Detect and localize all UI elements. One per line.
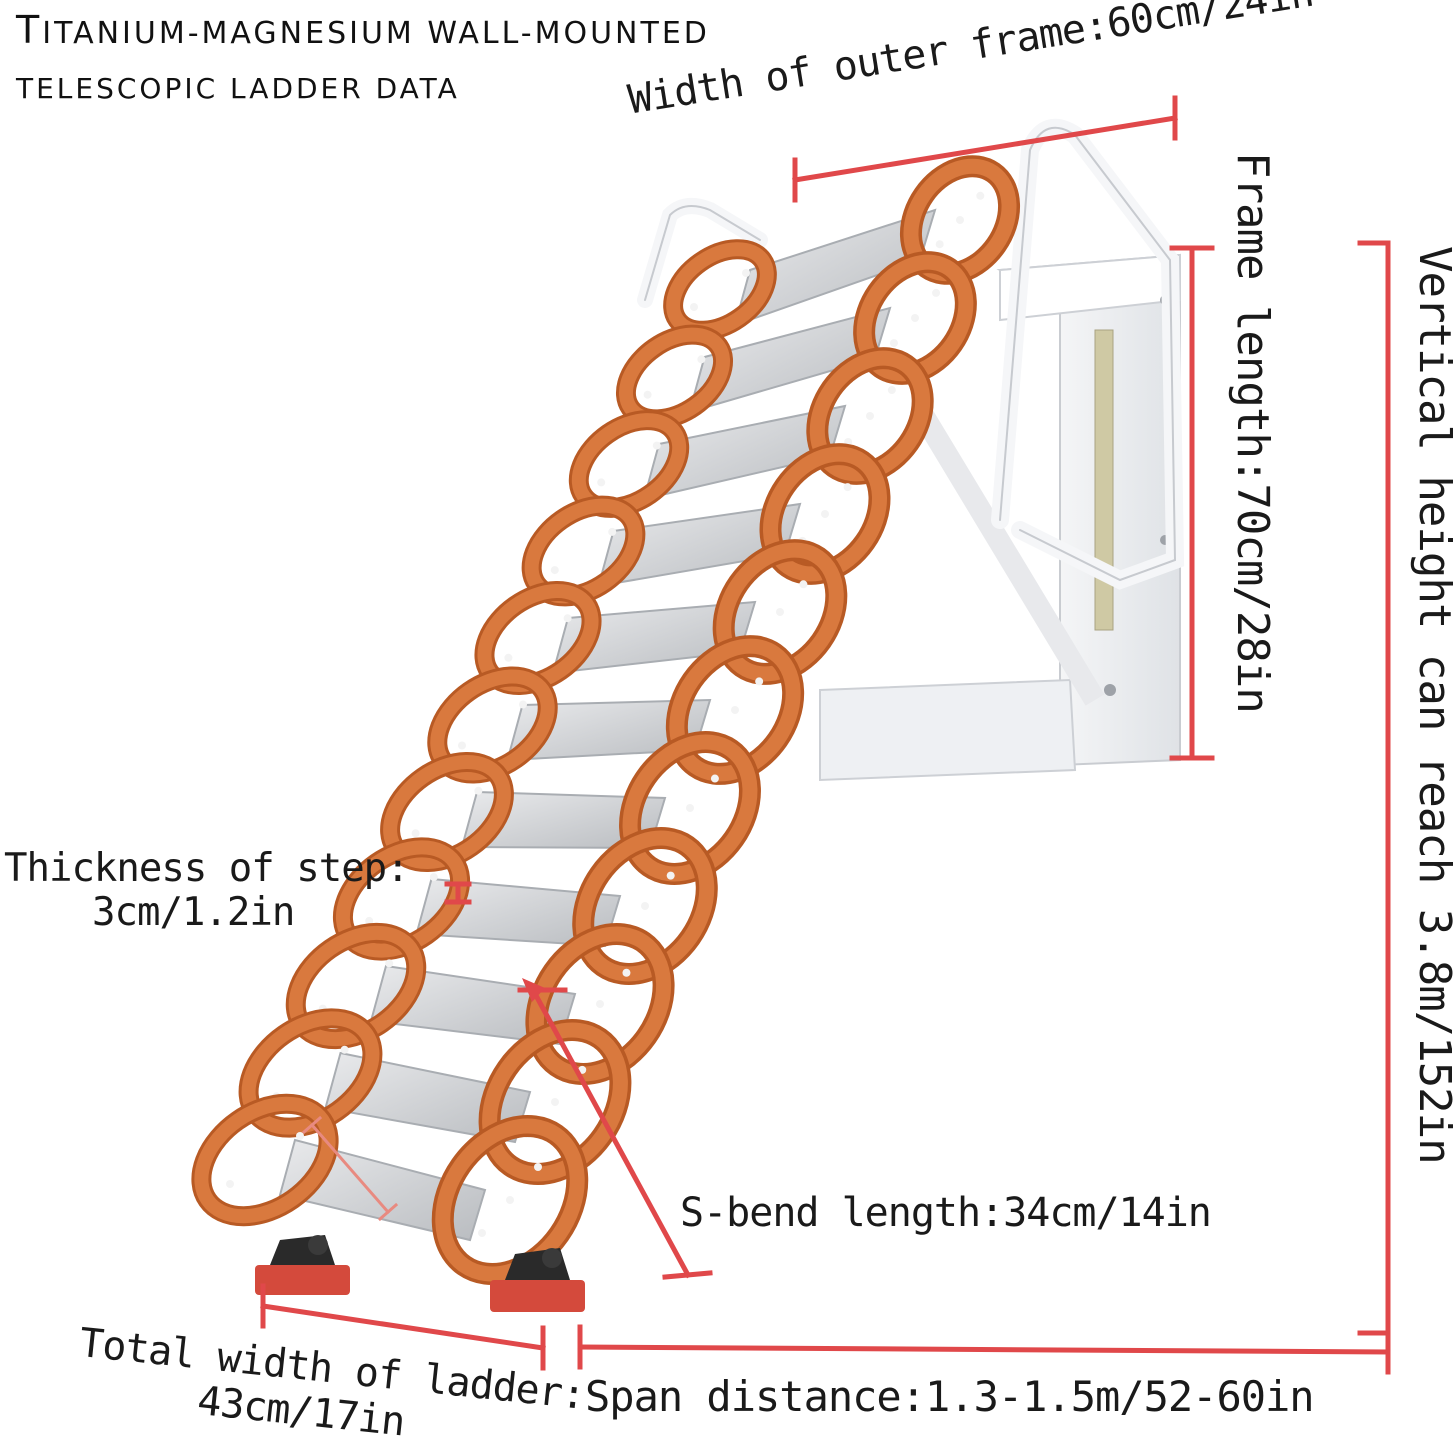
title-line-2: telescopic ladder data: [16, 72, 460, 105]
handrails: [637, 118, 1185, 590]
side-link-right: [431, 1114, 589, 1286]
side-link-left: [615, 324, 734, 430]
side-link-right: [572, 827, 718, 985]
s-bend-dimension: [517, 978, 713, 1280]
side-link-left: [521, 495, 646, 607]
side-link-left: [663, 239, 777, 341]
span-distance-label: Span distance:1.3-1.5m/52-60in: [585, 1372, 1315, 1421]
total-width-dimension: [260, 1283, 546, 1371]
side-link-right: [759, 443, 891, 585]
ladder-side-right: [431, 155, 1021, 1286]
vertical-height-dimension: [1357, 240, 1391, 1336]
vertical-height-label: Vertical height can reach 3.8m/152in: [1409, 246, 1456, 1164]
span-distance-dimension: [577, 1324, 1391, 1375]
wall-frame: [819, 253, 1181, 782]
outer-frame-dimension: [792, 95, 1178, 203]
title-line-1: Titanium-magnesium wall-mounted: [16, 8, 710, 52]
dimension-lines: [260, 95, 1391, 1375]
side-link-right: [525, 923, 675, 1085]
side-link-left: [568, 410, 690, 518]
side-link-right: [806, 347, 934, 485]
foot-left: [255, 1235, 350, 1295]
step-thickness-dimension: [444, 881, 472, 905]
side-link-right: [619, 731, 761, 885]
side-link-left: [191, 1093, 339, 1227]
ladder-side-left: [191, 239, 777, 1227]
frame-length-dimension: [1169, 245, 1215, 761]
step-thickness-value: 3cm/1.2in: [92, 890, 295, 935]
s-bend-length-label: S-bend length:34cm/14in: [680, 1190, 1212, 1236]
title-rest: itanium-magnesium wall-mounted: [42, 16, 710, 51]
frame-length-label: Frame length:70cm/28in: [1227, 152, 1278, 713]
step-thickness-title: Thickness of step:: [4, 846, 410, 891]
foot-right: [490, 1248, 585, 1312]
title-initial: T: [16, 8, 43, 52]
ladder-feet: [255, 1235, 585, 1312]
bend-inner-dimension: [301, 1115, 399, 1222]
